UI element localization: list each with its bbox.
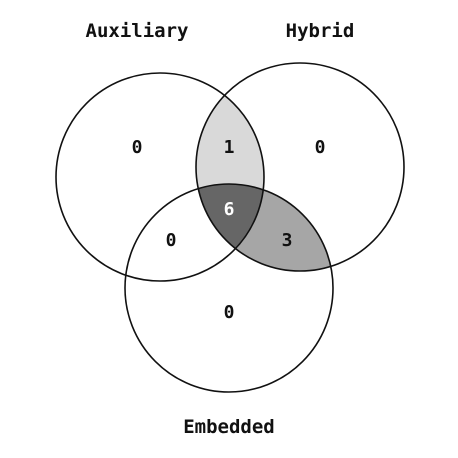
auxiliary-circle [55,72,265,282]
count-auxiliary-only: 0 [132,137,143,158]
hybrid-label: Hybrid [286,20,355,42]
embedded-circle [124,183,334,393]
hybrid-circle [195,62,405,272]
embedded-label: Embedded [183,416,275,438]
count-all-three: 6 [224,199,235,220]
auxiliary-label: Auxiliary [86,20,189,42]
count-hybrid-only: 0 [315,137,326,158]
count-embedded-only: 0 [224,302,235,323]
region-hybrid-embedded-fill [196,184,333,271]
count-auxiliary-hybrid: 1 [224,137,235,158]
count-hybrid-embedded: 3 [282,230,293,251]
count-auxiliary-embedded: 0 [166,230,177,251]
